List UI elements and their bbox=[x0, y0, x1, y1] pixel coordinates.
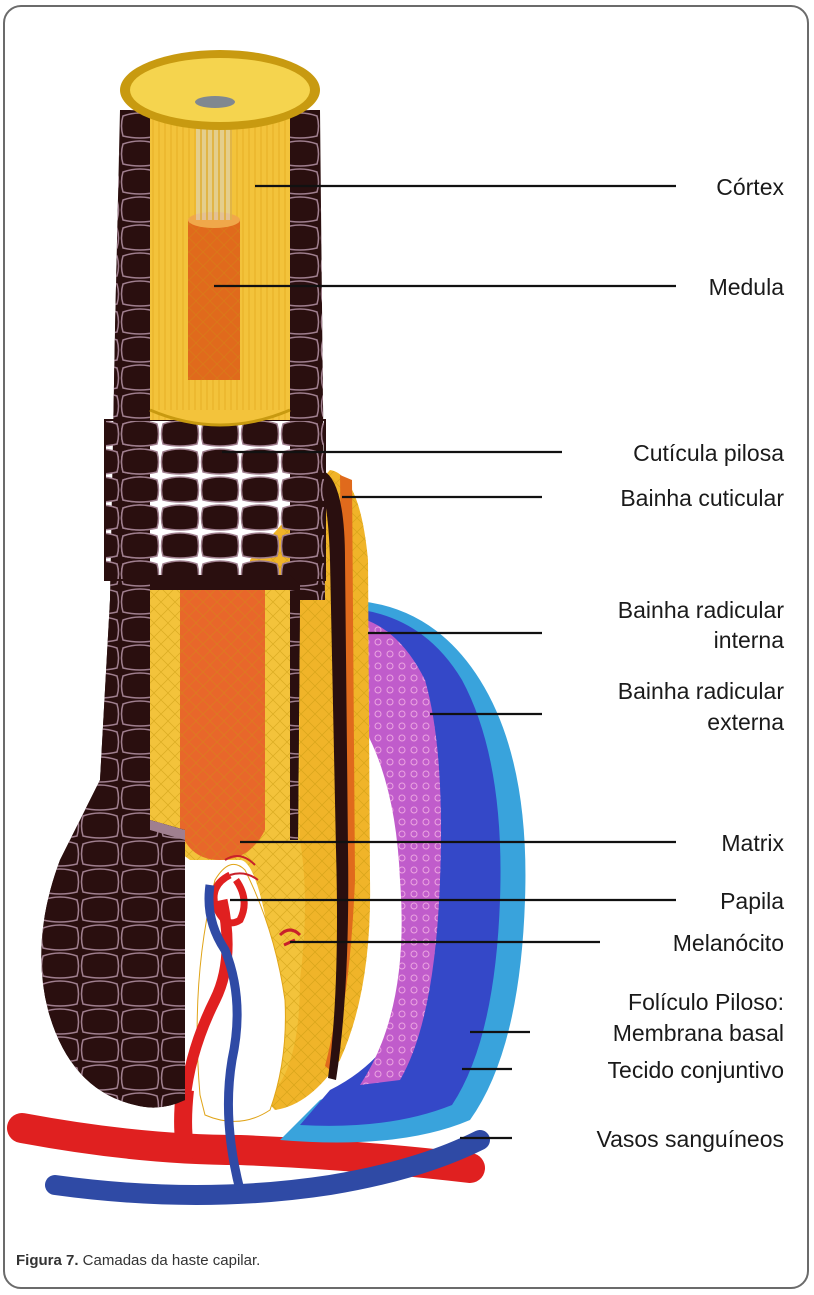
label-papila: Papila bbox=[720, 888, 784, 914]
label-bainha-externa-2: externa bbox=[707, 709, 784, 735]
label-cortex: Córtex bbox=[716, 174, 784, 200]
label-bainha-cuticular: Bainha cuticular bbox=[620, 485, 784, 511]
label-foliculo: Folículo Piloso: bbox=[628, 989, 784, 1015]
label-matrix: Matrix bbox=[721, 830, 784, 856]
label-melanocito: Melanócito bbox=[673, 930, 784, 956]
label-bainha-interna-2: interna bbox=[714, 627, 785, 653]
label-bainha-externa-1: Bainha radicular bbox=[618, 678, 785, 704]
caption-text: Camadas da haste capilar. bbox=[79, 1252, 261, 1269]
caption-label: Figura 7. bbox=[16, 1252, 79, 1269]
label-medula: Medula bbox=[709, 274, 785, 300]
label-membrana-basal: Membrana basal bbox=[613, 1020, 784, 1046]
label-vasos: Vasos sanguíneos bbox=[596, 1126, 784, 1152]
figure-caption: Figura 7. Camadas da haste capilar. bbox=[16, 1252, 260, 1269]
shaft-upper bbox=[120, 50, 320, 425]
label-bainha-interna-1: Bainha radicular bbox=[618, 597, 785, 623]
labels: Córtex Medula Cutícula pilosa Bainha cut… bbox=[596, 174, 784, 1152]
label-cuticula: Cutícula pilosa bbox=[633, 440, 784, 466]
label-tecido: Tecido conjuntivo bbox=[608, 1057, 784, 1083]
